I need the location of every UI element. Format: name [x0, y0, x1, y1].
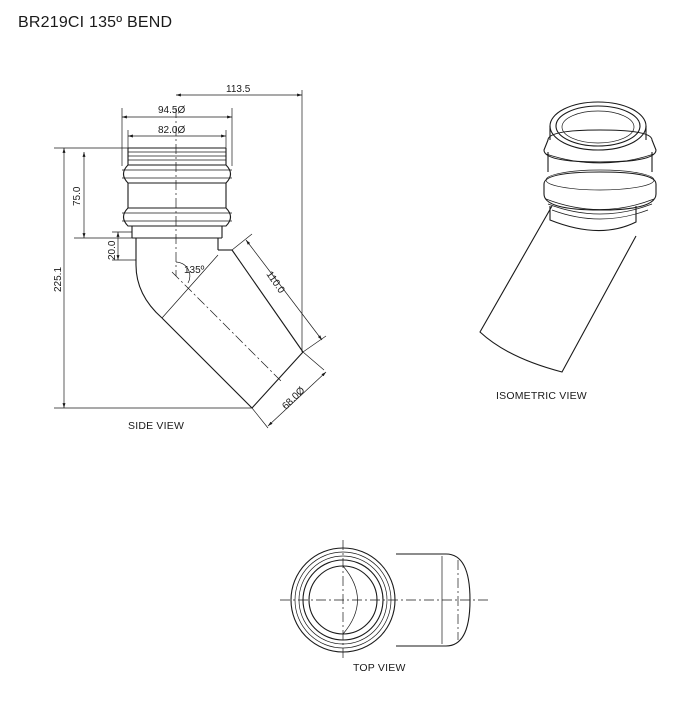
dim-socket-diameter: 82.0Ø: [158, 125, 185, 136]
dim-spigot-length: 110.0: [264, 269, 287, 296]
dim-outer-diameter-group: 94.5Ø: [121, 105, 233, 166]
side-view-socket: [122, 147, 232, 239]
isometric-view-caption: ISOMETRIC VIEW: [496, 390, 587, 402]
dim-collar-group: 20.0: [107, 231, 136, 261]
side-view: 135º 113.5 94.5Ø 82.0Ø 225.1: [53, 84, 327, 432]
side-view-bend: [135, 238, 304, 409]
dim-offset: 113.5: [226, 84, 251, 95]
dim-offset-group: 113.5: [176, 84, 303, 352]
side-view-centerline-angled: [171, 271, 283, 383]
isometric-view: ISOMETRIC VIEW: [479, 101, 657, 402]
dim-collar: 20.0: [107, 240, 118, 260]
dim-angle: 135º: [184, 265, 205, 276]
dim-spigot-length-group: 110.0: [231, 233, 327, 353]
dim-spigot-diameter: 68.0Ø: [280, 385, 307, 412]
dim-outer-diameter: 94.5Ø: [158, 105, 185, 116]
angle-arc: [175, 261, 191, 284]
dim-overall-height: 225.1: [53, 267, 64, 292]
drawing-title: BR219CI 135º BEND: [18, 14, 173, 31]
dim-socket-diameter-group: 82.0Ø: [127, 125, 227, 148]
dim-socket-depth-group: 75.0: [72, 152, 132, 239]
top-view: TOP VIEW: [280, 540, 490, 674]
side-view-caption: SIDE VIEW: [128, 420, 184, 432]
dim-overall-height-group: 225.1: [53, 147, 252, 409]
top-view-caption: TOP VIEW: [353, 662, 406, 674]
iso-spigot: [479, 205, 637, 373]
dim-socket-depth: 75.0: [72, 186, 83, 206]
